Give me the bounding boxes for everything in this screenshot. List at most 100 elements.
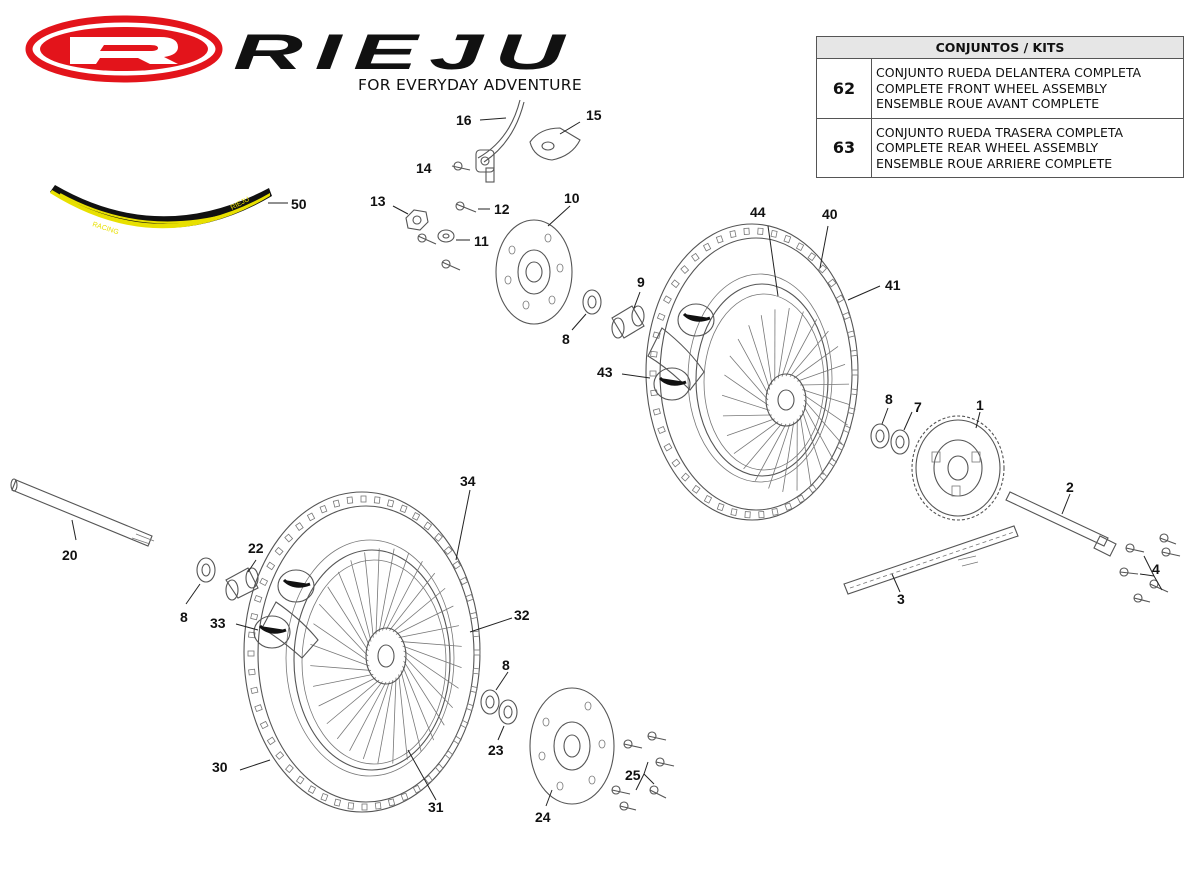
spoke bbox=[801, 410, 824, 475]
tread-block bbox=[850, 349, 858, 357]
spoke bbox=[375, 548, 380, 635]
callout-24: 24 bbox=[535, 809, 551, 825]
kit-row: 62 CONJUNTO RUEDA DELANTERA COMPLETA COM… bbox=[816, 58, 1184, 119]
tread-block bbox=[434, 532, 443, 542]
tread-block bbox=[274, 546, 284, 556]
bearing-part-8-lower bbox=[480, 689, 500, 715]
spoke bbox=[310, 665, 372, 671]
tread-block bbox=[459, 719, 469, 729]
brake-disc-part-10 bbox=[495, 219, 573, 325]
kits-table: CONJUNTOS / KITS 62 CONJUNTO RUEDA DELAN… bbox=[816, 36, 1184, 178]
tread-block bbox=[691, 252, 700, 262]
callout-25: 25 bbox=[625, 767, 641, 783]
rear-wheel-assembly bbox=[645, 223, 859, 521]
spoke bbox=[382, 552, 410, 631]
tread-block bbox=[715, 235, 724, 244]
sensor-part-14 bbox=[475, 149, 495, 183]
tread-block bbox=[795, 242, 805, 252]
tread-block bbox=[307, 785, 317, 794]
nut-part-13 bbox=[405, 209, 429, 231]
bolt-part-14 bbox=[451, 161, 471, 171]
spoke bbox=[362, 681, 390, 760]
rim-tape-part-43 bbox=[647, 303, 715, 401]
tread-block bbox=[332, 499, 341, 508]
tread-block bbox=[411, 512, 421, 521]
tread-block bbox=[360, 495, 367, 503]
callout-15: 15 bbox=[586, 107, 602, 123]
tread-block bbox=[818, 471, 828, 481]
tread-block bbox=[770, 229, 778, 238]
tread-block bbox=[346, 496, 354, 504]
tread-block bbox=[443, 546, 453, 555]
callout-9: 9 bbox=[637, 274, 645, 290]
tread-block bbox=[373, 496, 381, 504]
tread-block bbox=[835, 294, 845, 304]
spoke bbox=[364, 552, 374, 638]
callout-8-front: 8 bbox=[180, 609, 188, 625]
bolt-part-12 bbox=[455, 201, 477, 213]
callout-41: 41 bbox=[885, 277, 901, 293]
tread-block bbox=[295, 522, 304, 531]
spoke bbox=[319, 603, 369, 657]
callout-34: 34 bbox=[460, 473, 476, 489]
tread-block bbox=[259, 720, 269, 730]
spoke bbox=[392, 677, 397, 764]
callout-40: 40 bbox=[822, 206, 838, 222]
rieju-logo: R RIEJU bbox=[25, 15, 576, 83]
kit-description-fr: ENSEMBLE ROUE AVANT COMPLETE bbox=[876, 96, 1100, 111]
tread-block bbox=[842, 425, 852, 434]
bearing-part-8-rear bbox=[870, 423, 890, 449]
tread-block bbox=[295, 775, 305, 785]
rim-tape-part-33 bbox=[253, 569, 319, 659]
sticker-racing-text: RACING bbox=[91, 221, 119, 236]
rim-sticker-part-50: RACING RIEJU bbox=[50, 185, 272, 236]
spoke bbox=[310, 644, 370, 667]
callout-8-lower: 8 bbox=[502, 657, 510, 673]
spoke bbox=[385, 561, 423, 631]
spoke bbox=[781, 311, 804, 377]
tread-block bbox=[424, 775, 433, 784]
spoke bbox=[799, 414, 812, 485]
tread-block bbox=[730, 508, 738, 517]
tread-block bbox=[757, 227, 764, 235]
callout-31: 31 bbox=[428, 799, 444, 815]
spoke bbox=[403, 660, 445, 726]
sprocket-part-1 bbox=[911, 415, 1005, 521]
brand-tagline: FOR EVERYDAY ADVENTURE bbox=[358, 76, 582, 94]
kit-description-en: COMPLETE FRONT WHEEL ASSEMBLY bbox=[876, 80, 1108, 96]
tread-block bbox=[472, 667, 480, 675]
tread-block bbox=[847, 330, 856, 338]
callout-50: 50 bbox=[291, 196, 307, 212]
spoke bbox=[312, 673, 374, 687]
tread-block bbox=[306, 512, 316, 522]
spoke bbox=[721, 394, 770, 411]
tread-block bbox=[656, 312, 666, 321]
tread-block bbox=[771, 508, 779, 516]
bolts-part-4 bbox=[1119, 533, 1181, 603]
tread-block bbox=[652, 408, 661, 416]
callout-23: 23 bbox=[488, 742, 504, 758]
tread-block bbox=[320, 792, 329, 802]
spoke bbox=[797, 363, 846, 382]
kit-description-en: COMPLETE REAR WHEEL ASSEMBLY bbox=[876, 140, 1099, 155]
tread-block bbox=[851, 369, 859, 376]
tread-block bbox=[333, 798, 342, 807]
tread-block bbox=[400, 792, 409, 802]
spoke bbox=[803, 405, 835, 462]
tread-block bbox=[743, 227, 750, 235]
tread-block bbox=[663, 442, 673, 452]
tread-block bbox=[652, 331, 661, 339]
spoke bbox=[793, 346, 839, 379]
front-wheel-assembly bbox=[243, 491, 481, 813]
spoke bbox=[760, 315, 773, 386]
brake-disc-part-24 bbox=[529, 687, 615, 805]
spoke bbox=[350, 560, 372, 642]
brand-name: RIEJU bbox=[233, 24, 576, 80]
spoke bbox=[803, 399, 843, 445]
tread-block bbox=[680, 265, 690, 275]
tread-block bbox=[808, 484, 817, 494]
spoke bbox=[400, 670, 422, 752]
tread-block bbox=[729, 230, 737, 238]
tread-block bbox=[248, 668, 256, 676]
